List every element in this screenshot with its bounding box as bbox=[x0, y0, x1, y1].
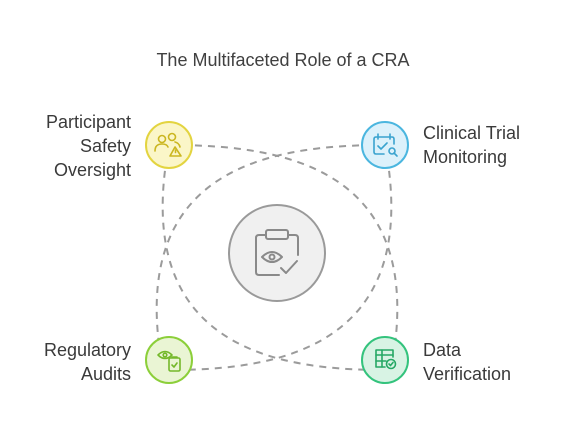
label-line: Audits bbox=[80, 364, 131, 384]
table-check-icon bbox=[375, 349, 397, 370]
label-line: Clinical Trial bbox=[423, 123, 521, 143]
label-line: Verification bbox=[423, 364, 512, 384]
label-clinical-trial: Clinical Trial Monitoring bbox=[423, 121, 520, 169]
label-line: Participant bbox=[45, 112, 131, 132]
label-line: Regulatory bbox=[43, 340, 131, 360]
clinical-trial-node bbox=[361, 121, 409, 169]
people-warning-icon bbox=[154, 132, 182, 157]
label-line: Data bbox=[423, 340, 462, 360]
data-verification-node bbox=[361, 336, 409, 384]
label-line: Oversight bbox=[53, 160, 131, 180]
diagram-title: The Multifaceted Role of a CRA bbox=[156, 50, 410, 70]
label-line: Safety bbox=[79, 136, 131, 156]
label-data-verification: Data Verification bbox=[423, 338, 511, 386]
eye-clipboard-icon bbox=[157, 350, 181, 372]
label-line: Monitoring bbox=[423, 147, 508, 167]
calendar-check-icon bbox=[373, 133, 398, 157]
regulatory-audits-node bbox=[145, 336, 193, 384]
label-participant-safety: Participant Safety Oversight bbox=[46, 110, 131, 182]
connector-curve-c bbox=[161, 144, 386, 371]
clipboard-eye-check-icon bbox=[255, 229, 299, 276]
connector-curve-a bbox=[168, 144, 399, 371]
center-node bbox=[228, 204, 326, 302]
connector-curve-d bbox=[168, 144, 393, 371]
connector-curve-b bbox=[155, 144, 386, 371]
participant-safety-node bbox=[145, 121, 193, 169]
label-regulatory-audits: Regulatory Audits bbox=[44, 338, 131, 386]
